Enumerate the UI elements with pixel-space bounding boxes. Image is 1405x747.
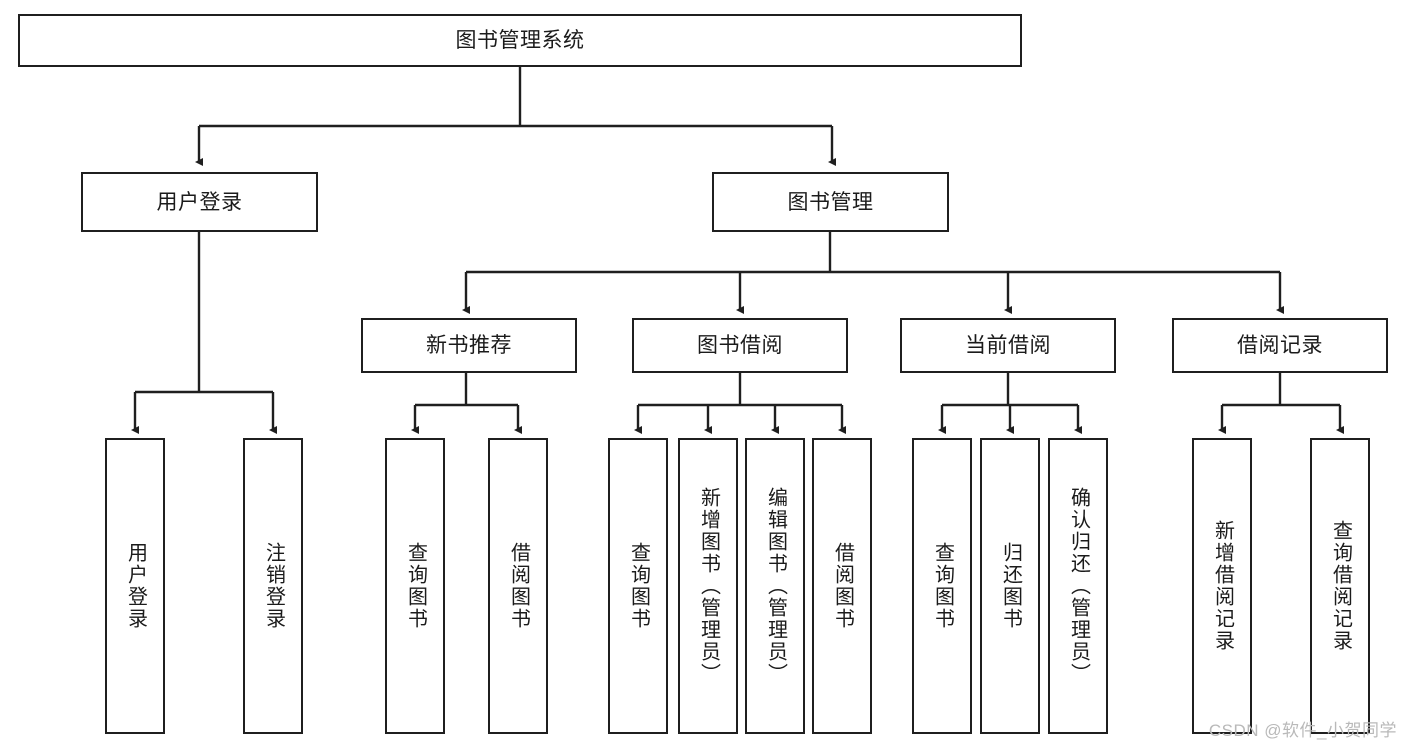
leaf-current-query-book[interactable]: 查询图书 bbox=[912, 438, 972, 734]
node-label: 确认归还（管理员） bbox=[1067, 487, 1090, 685]
leaf-record-add-record[interactable]: 新增借阅记录 bbox=[1192, 438, 1252, 734]
node-label: 用户登录 bbox=[124, 542, 147, 630]
leaf-borrow-query-book[interactable]: 查询图书 bbox=[608, 438, 668, 734]
leaf-borrow-borrow-book[interactable]: 借阅图书 bbox=[812, 438, 872, 734]
leaf-borrow-edit-book[interactable]: 编辑图书（管理员） bbox=[745, 438, 805, 734]
node-label: 查询图书 bbox=[627, 542, 650, 630]
leaf-new-book-borrow[interactable]: 借阅图书 bbox=[488, 438, 548, 734]
node-label: 借阅图书 bbox=[507, 542, 530, 630]
watermark-text: CSDN @软件_小贺同学 bbox=[1208, 721, 1397, 740]
leaf-user-login-login[interactable]: 用户登录 bbox=[105, 438, 165, 734]
node-book-borrow[interactable]: 图书借阅 bbox=[632, 318, 848, 373]
node-label: 注销登录 bbox=[262, 542, 285, 630]
leaf-record-query-record[interactable]: 查询借阅记录 bbox=[1310, 438, 1370, 734]
leaf-current-confirm-return[interactable]: 确认归还（管理员） bbox=[1048, 438, 1108, 734]
node-user-login[interactable]: 用户登录 bbox=[81, 172, 318, 232]
node-label: 图书管理系统 bbox=[455, 29, 585, 52]
node-label: 新增借阅记录 bbox=[1211, 520, 1234, 652]
node-label: 归还图书 bbox=[999, 542, 1022, 630]
node-book-management-system[interactable]: 图书管理系统 bbox=[18, 14, 1022, 67]
node-label: 当前借阅 bbox=[965, 334, 1051, 357]
node-label: 图书管理 bbox=[787, 190, 874, 214]
leaf-current-return-book[interactable]: 归还图书 bbox=[980, 438, 1040, 734]
leaf-user-login-logout[interactable]: 注销登录 bbox=[243, 438, 303, 734]
leaf-borrow-add-book[interactable]: 新增图书（管理员） bbox=[678, 438, 738, 734]
node-label: 查询图书 bbox=[931, 542, 954, 630]
node-label: 借阅图书 bbox=[831, 542, 854, 630]
node-label: 查询借阅记录 bbox=[1329, 520, 1352, 652]
node-label: 新增图书（管理员） bbox=[697, 487, 720, 685]
node-book-management[interactable]: 图书管理 bbox=[712, 172, 949, 232]
node-label: 用户登录 bbox=[156, 190, 243, 214]
node-label: 新书推荐 bbox=[426, 334, 512, 357]
node-borrow-record[interactable]: 借阅记录 bbox=[1172, 318, 1388, 373]
node-new-book-recommend[interactable]: 新书推荐 bbox=[361, 318, 577, 373]
node-label: 编辑图书（管理员） bbox=[764, 487, 787, 685]
node-label: 图书借阅 bbox=[697, 334, 783, 357]
node-current-borrow[interactable]: 当前借阅 bbox=[900, 318, 1116, 373]
leaf-new-book-query[interactable]: 查询图书 bbox=[385, 438, 445, 734]
node-label: 借阅记录 bbox=[1237, 334, 1323, 357]
node-label: 查询图书 bbox=[404, 542, 427, 630]
